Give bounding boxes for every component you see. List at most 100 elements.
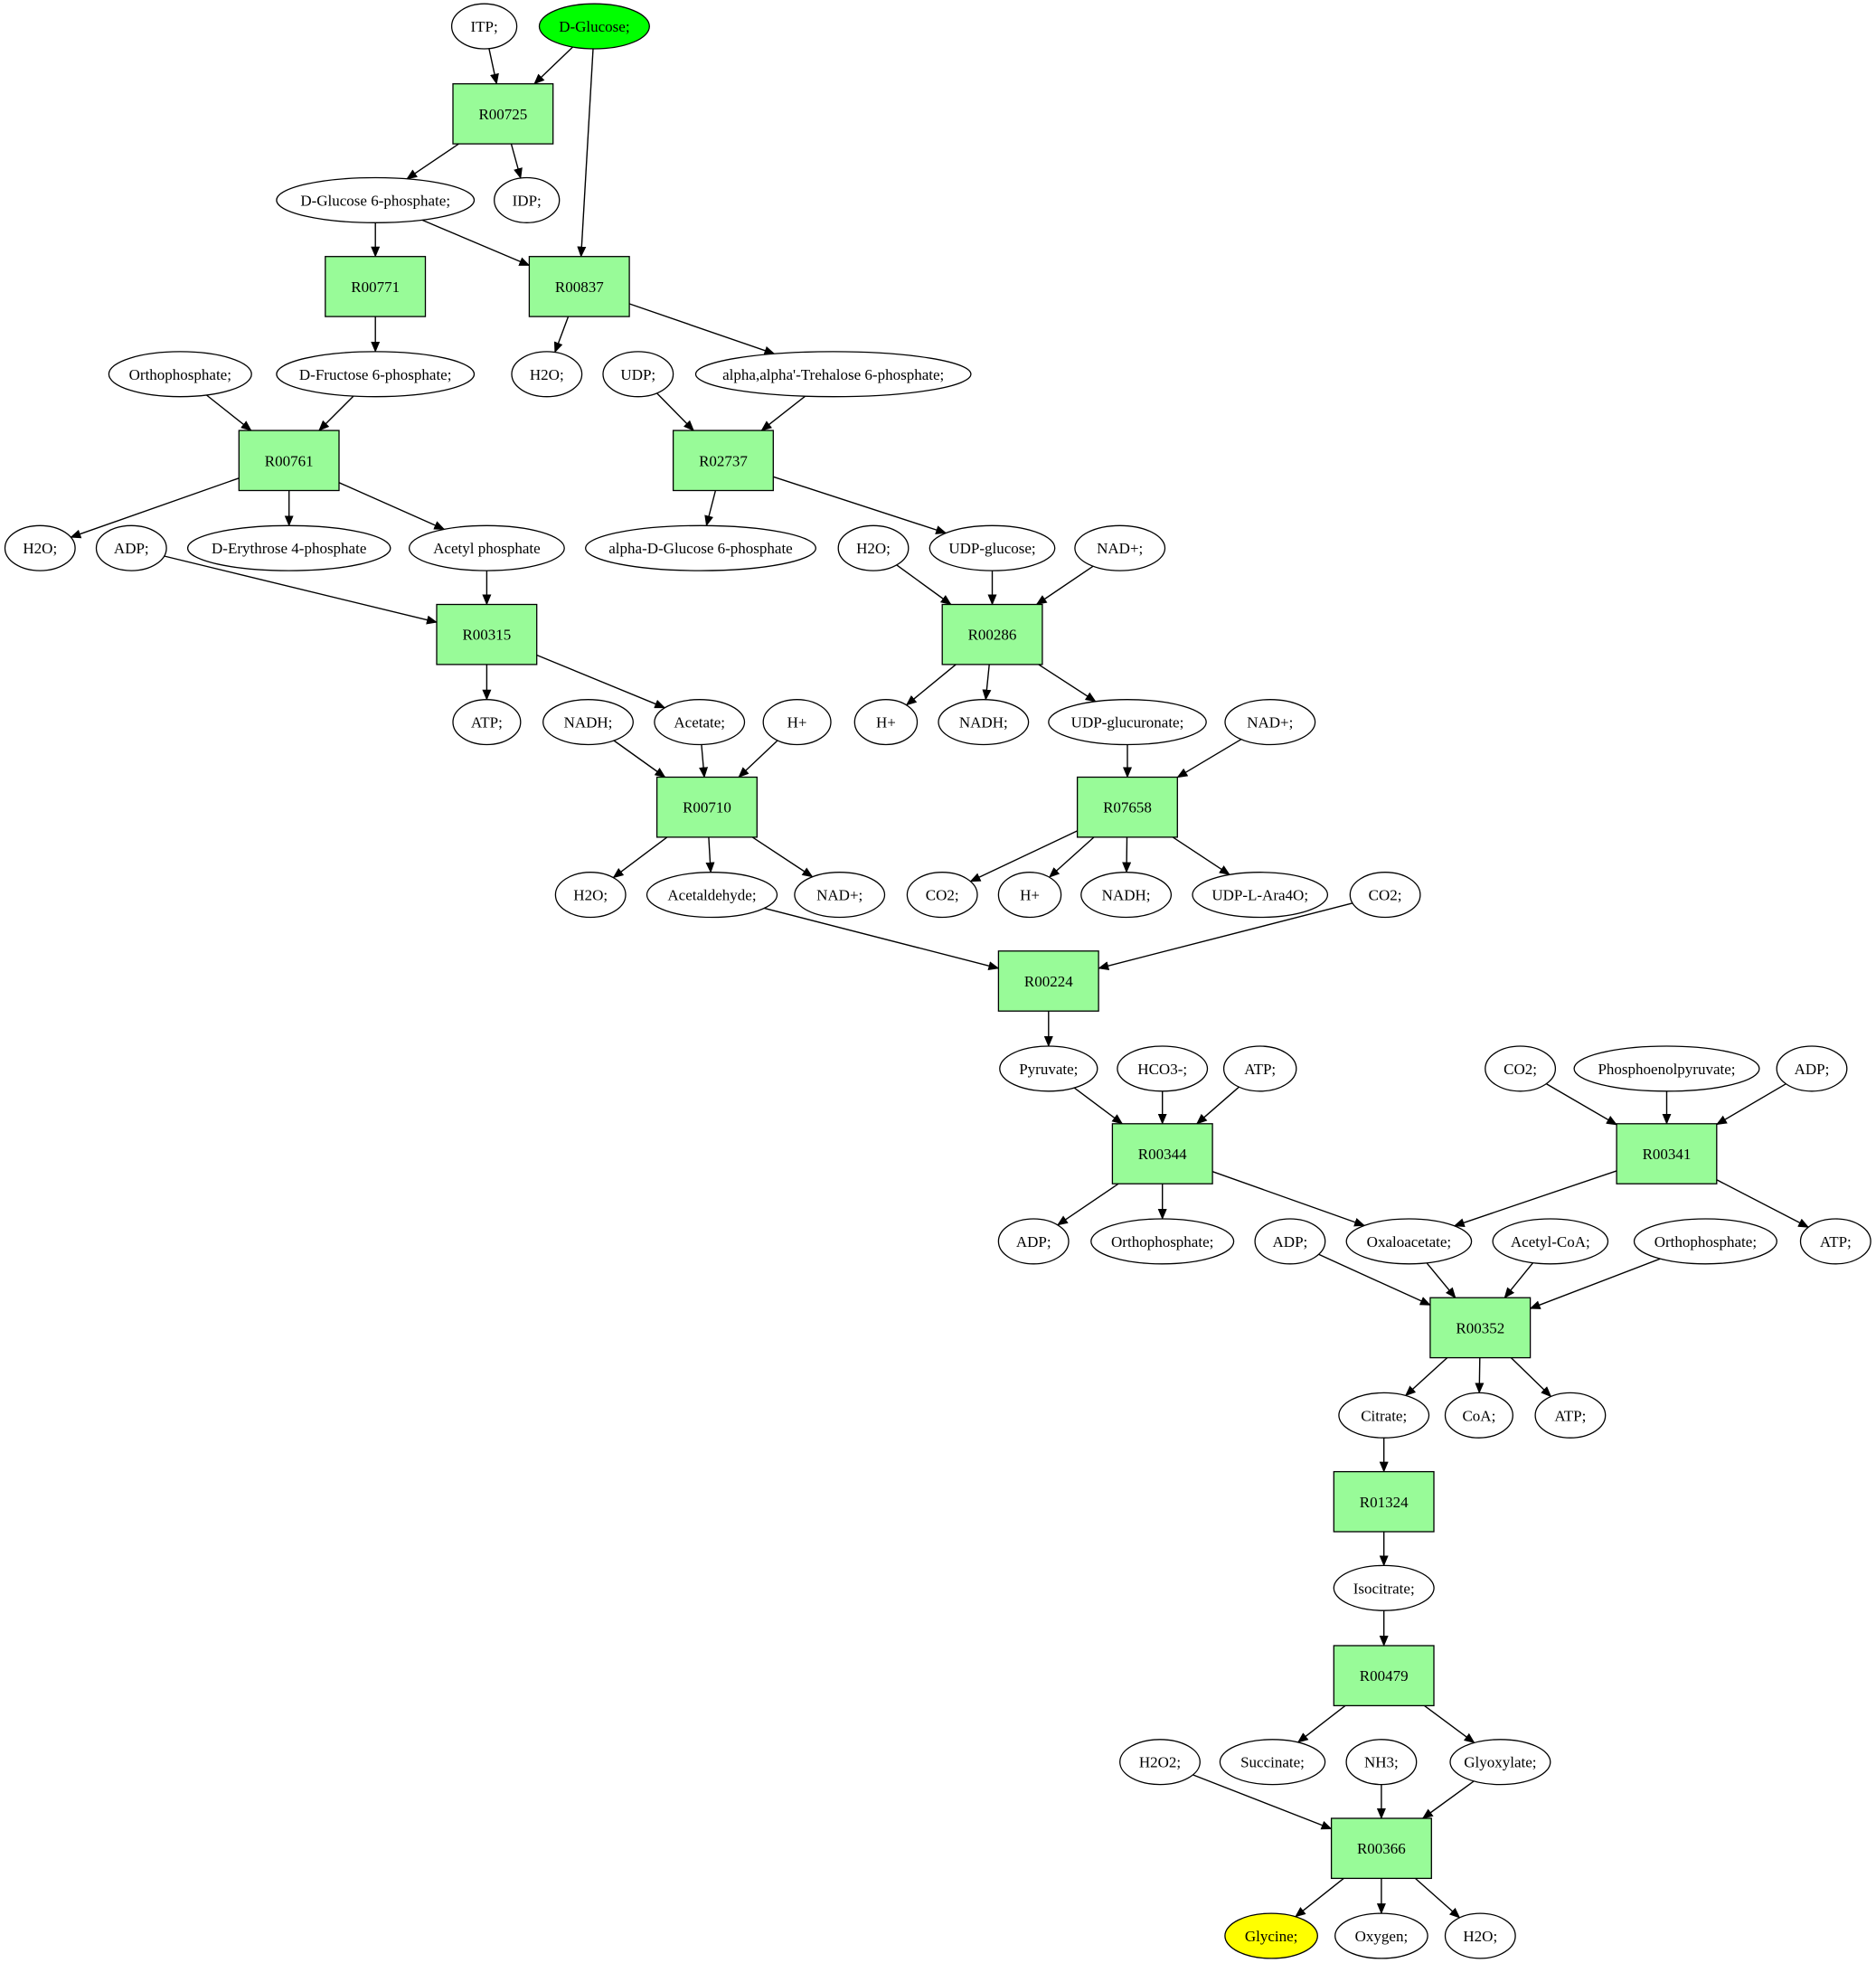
edge-ortho1-to-R00761 <box>206 394 252 431</box>
reaction-node-r00479[interactable]: R00479 <box>1333 1645 1435 1707</box>
compound-node-atp3[interactable]: ATP; <box>1799 1218 1871 1265</box>
compound-node-e4p[interactable]: D-Erythrose 4-phosphate <box>186 524 391 571</box>
compound-ellipse <box>1334 1912 1428 1959</box>
compound-node-adp3[interactable]: ADP; <box>997 1218 1070 1265</box>
compound-node-h2o_c[interactable]: H2O; <box>837 524 910 571</box>
reaction-node-r00771[interactable]: R00771 <box>325 256 427 317</box>
reaction-node-r00837[interactable]: R00837 <box>528 256 630 317</box>
compound-node-atp1[interactable]: ATP; <box>452 699 522 746</box>
reaction-node-r00761[interactable]: R00761 <box>238 429 340 492</box>
compound-node-ag6p[interactable]: alpha-D-Glucose 6-phosphate <box>585 524 816 571</box>
reaction-label: R01324 <box>1360 1494 1409 1511</box>
compound-node-acetylp[interactable]: Acetyl phosphate <box>408 524 565 571</box>
compound-label: Acetate; <box>674 714 725 731</box>
compound-node-g6p[interactable]: D-Glucose 6-phosphate; <box>276 176 476 223</box>
reaction-node-r00286[interactable]: R00286 <box>941 603 1043 665</box>
edge-co2b-to-R00224 <box>1098 902 1353 971</box>
compound-node-acetylcoa[interactable]: Acetyl-CoA; <box>1492 1218 1609 1265</box>
compound-node-udpglcua[interactable]: UDP-glucuronate; <box>1048 699 1207 746</box>
compound-node-oaa[interactable]: Oxaloacetate; <box>1345 1218 1473 1265</box>
compound-node-h2o2[interactable]: H2O2; <box>1119 1739 1201 1786</box>
compound-ellipse <box>1449 1739 1551 1786</box>
edge-R00710-to-h2o_d <box>612 836 668 879</box>
compound-ellipse <box>1345 1218 1473 1265</box>
compound-node-coa[interactable]: CoA; <box>1444 1392 1513 1439</box>
compound-ellipse <box>452 699 522 746</box>
reaction-node-r01324[interactable]: R01324 <box>1333 1470 1435 1533</box>
compound-node-acetaldehyde[interactable]: Acetaldehyde; <box>646 872 778 919</box>
edge-R00352-to-atp4 <box>1510 1357 1552 1398</box>
compound-node-acetate[interactable]: Acetate; <box>654 699 746 746</box>
compound-label: H+ <box>1020 887 1040 904</box>
compound-label: NAD+; <box>1247 714 1293 731</box>
compound-node-dglucose[interactable]: D-Glucose; <box>538 3 650 50</box>
compound-ellipse <box>1117 1045 1209 1092</box>
compound-node-adp4[interactable]: ADP; <box>1254 1218 1326 1265</box>
compound-node-ortho1[interactable]: Orthophosphate; <box>108 351 252 398</box>
compound-node-h2o_d[interactable]: H2O; <box>554 872 627 919</box>
compound-node-co2b[interactable]: CO2; <box>1349 872 1421 919</box>
compound-node-nadp3[interactable]: NAD+; <box>794 872 886 919</box>
compound-node-ortho2[interactable]: Orthophosphate; <box>1090 1218 1235 1265</box>
compound-node-idp[interactable]: IDP; <box>494 176 561 223</box>
compound-node-trehalose6p[interactable]: alpha,alpha'-Trehalose 6-phosphate; <box>694 351 972 398</box>
compound-node-udpara4o[interactable]: UDP-L-Ara4O; <box>1192 872 1329 919</box>
compound-node-nadp2[interactable]: NAD+; <box>1224 699 1316 746</box>
compound-node-nadh3[interactable]: NADH; <box>1080 872 1173 919</box>
compound-ellipse <box>997 872 1062 919</box>
reaction-node-r00315[interactable]: R00315 <box>436 603 538 665</box>
reaction-node-r07658[interactable]: R07658 <box>1076 776 1178 838</box>
compound-label: D-Glucose; <box>559 18 629 35</box>
compound-node-pep[interactable]: Phosphoenolpyruvate; <box>1573 1045 1760 1092</box>
compound-label: H2O; <box>530 366 564 383</box>
reaction-box <box>1330 1817 1432 1880</box>
reaction-node-r00224[interactable]: R00224 <box>997 950 1099 1012</box>
compound-node-atp4[interactable]: ATP; <box>1534 1392 1607 1439</box>
compound-label: Glycine; <box>1245 1928 1298 1945</box>
compound-node-nh3[interactable]: NH3; <box>1345 1739 1418 1786</box>
compound-node-pyruvate[interactable]: Pyruvate; <box>999 1045 1098 1092</box>
compound-node-udpglc[interactable]: UDP-glucose; <box>929 524 1056 571</box>
compound-label: ADP; <box>1273 1233 1308 1250</box>
compound-node-nadh1[interactable]: NADH; <box>542 699 634 746</box>
compound-node-h2o_a[interactable]: H2O; <box>4 524 76 571</box>
reaction-node-r02737[interactable]: R02737 <box>672 429 774 492</box>
compound-node-nadh2[interactable]: NADH; <box>938 699 1030 746</box>
compound-node-nadp1[interactable]: NAD+; <box>1074 524 1166 571</box>
compound-node-itp[interactable]: ITP; <box>450 3 518 50</box>
compound-node-isocitrate[interactable]: Isocitrate; <box>1333 1564 1435 1611</box>
compound-label: D-Erythrose 4-phosphate <box>212 540 366 557</box>
reaction-node-r00725[interactable]: R00725 <box>452 83 554 145</box>
compound-node-hplus1[interactable]: H+ <box>762 699 832 746</box>
compound-node-adp2[interactable]: ADP; <box>1776 1045 1848 1092</box>
reaction-node-r00366[interactable]: R00366 <box>1330 1817 1432 1880</box>
edge-acetylcoa-to-R00352 <box>1504 1262 1534 1298</box>
compound-node-f6p[interactable]: D-Fructose 6-phosphate; <box>276 351 476 398</box>
compound-node-succinate[interactable]: Succinate; <box>1219 1739 1326 1786</box>
compound-ellipse <box>1444 1392 1513 1439</box>
compound-ellipse <box>1534 1392 1607 1439</box>
compound-node-glyoxylate[interactable]: Glyoxylate; <box>1449 1739 1551 1786</box>
compound-node-h2o_e[interactable]: H2O; <box>1444 1912 1516 1959</box>
compound-node-co2a[interactable]: CO2; <box>906 872 978 919</box>
reaction-label: R00761 <box>265 452 314 469</box>
compound-node-h2o_b[interactable]: H2O; <box>511 351 583 398</box>
reaction-node-r00341[interactable]: R00341 <box>1616 1123 1718 1184</box>
reaction-node-r00352[interactable]: R00352 <box>1429 1297 1532 1359</box>
reaction-node-r00344[interactable]: R00344 <box>1111 1123 1213 1184</box>
compound-node-hplus2[interactable]: H+ <box>853 699 919 746</box>
reaction-node-r00710[interactable]: R00710 <box>655 776 758 838</box>
compound-ellipse <box>276 351 476 398</box>
compound-node-co2c[interactable]: CO2; <box>1485 1045 1557 1092</box>
compound-node-oxygen[interactable]: Oxygen; <box>1334 1912 1428 1959</box>
compound-node-citrate[interactable]: Citrate; <box>1338 1392 1430 1439</box>
compound-ellipse <box>1338 1392 1430 1439</box>
compound-node-atp2[interactable]: ATP; <box>1222 1045 1297 1092</box>
reaction-label: R00771 <box>351 278 400 296</box>
compound-node-ortho3[interactable]: Orthophosphate; <box>1633 1218 1777 1265</box>
compound-node-hco3[interactable]: HCO3-; <box>1117 1045 1209 1092</box>
compound-node-adp1[interactable]: ADP; <box>95 524 167 571</box>
compound-node-udp[interactable]: UDP; <box>602 351 674 398</box>
compound-node-hplus3[interactable]: H+ <box>997 872 1062 919</box>
compound-node-glycine[interactable]: Glycine; <box>1224 1912 1318 1959</box>
